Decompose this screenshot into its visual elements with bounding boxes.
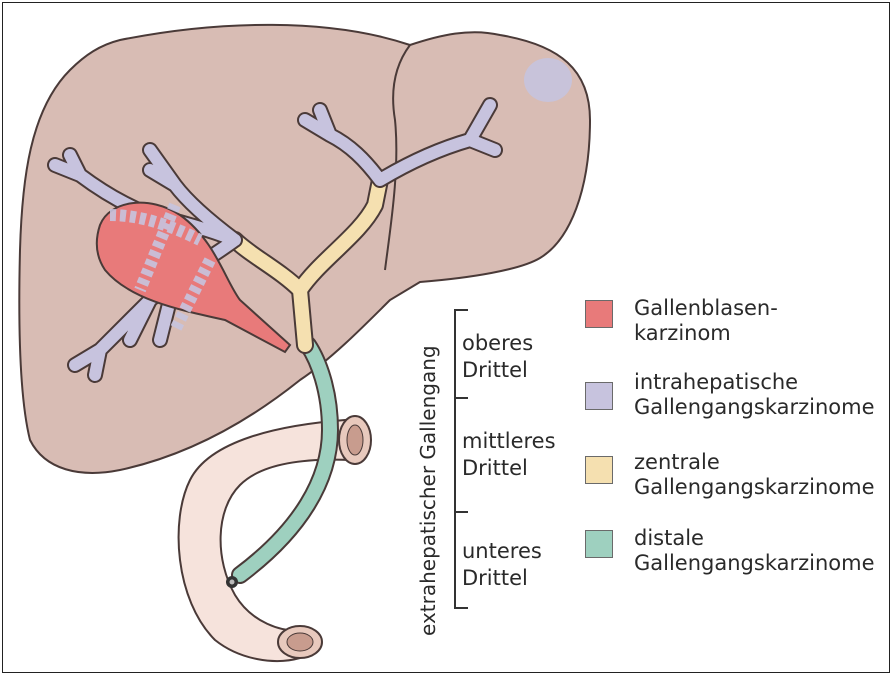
legend-item-distal: distale Gallengangskarzinome (634, 526, 875, 576)
legend-gallbladder-line2: karzinom (634, 321, 778, 346)
legend-item-gallbladder: Gallenblasen- karzinom (634, 296, 778, 346)
legend-swatch-intrahepatic (585, 382, 613, 410)
third-middle-line1: mittleres (462, 428, 556, 455)
third-upper: oberes Drittel (462, 330, 533, 384)
legend-swatch-central (585, 456, 613, 484)
legend-central-line1: zentrale (634, 450, 875, 475)
intrahepatic-lesion (524, 58, 572, 102)
legend-intrahepatic-line2: Gallengangskarzinome (634, 395, 875, 420)
legend-intrahepatic-line1: intrahepatische (634, 370, 875, 395)
legend-distal-line1: distale (634, 526, 875, 551)
legend-distal-line2: Gallengangskarzinome (634, 551, 875, 576)
legend-swatch-distal (585, 530, 613, 558)
legend-gallbladder-line1: Gallenblasen- (634, 296, 778, 321)
legend-swatch-gallbladder (585, 300, 613, 328)
third-middle-line2: Drittel (462, 455, 556, 482)
legend-item-intrahepatic: intrahepatische Gallengangskarzinome (634, 370, 875, 420)
duodenum-opening-top-inner (347, 425, 363, 455)
third-lower: unteres Drittel (462, 538, 542, 592)
third-upper-line1: oberes (462, 330, 533, 357)
papilla-inner (230, 580, 235, 585)
extrahepatic-duct-label: extrahepatischer Gallengang (416, 345, 440, 636)
legend-item-central: zentrale Gallengangskarzinome (634, 450, 875, 500)
third-lower-line2: Drittel (462, 565, 542, 592)
third-lower-line1: unteres (462, 538, 542, 565)
third-upper-line2: Drittel (462, 357, 533, 384)
duodenum-opening-bottom-inner (287, 633, 313, 651)
third-middle: mittleres Drittel (462, 428, 556, 482)
legend-central-line2: Gallengangskarzinome (634, 475, 875, 500)
